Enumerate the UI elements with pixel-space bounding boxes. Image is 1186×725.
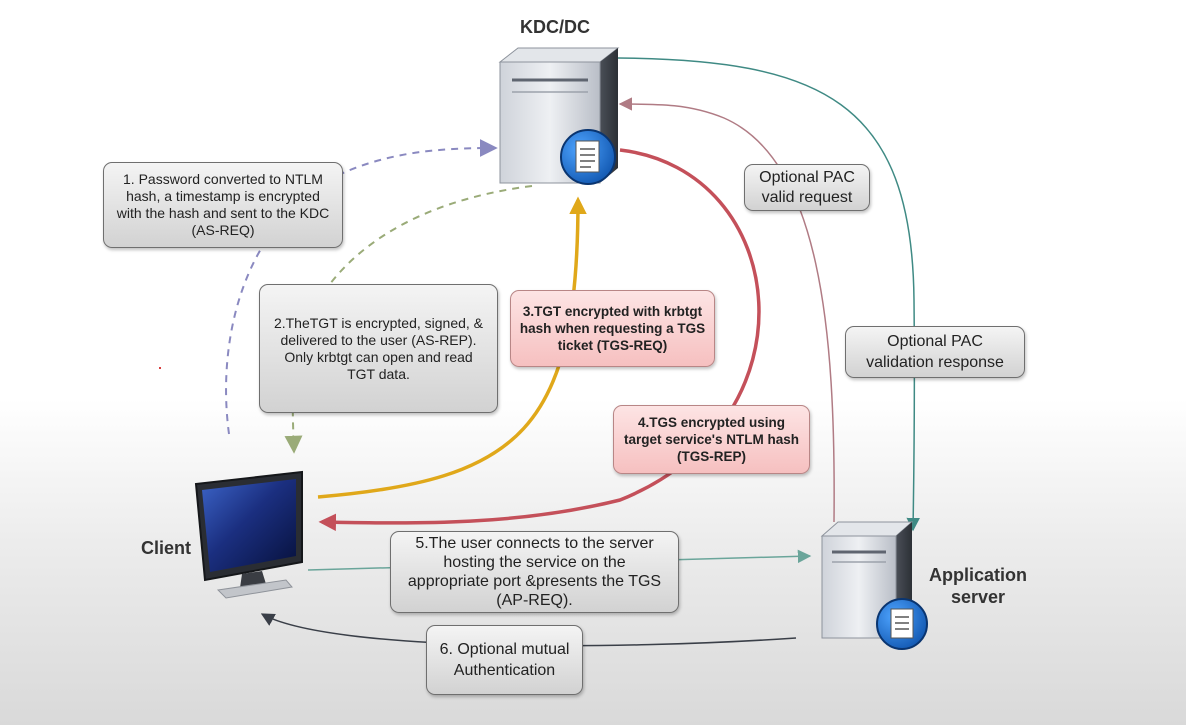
step6-text: 6. Optional mutual Authentication (439, 641, 570, 679)
step2-box: 2.TheTGT is encrypted, signed, & deliver… (259, 284, 498, 413)
client-monitor-icon (194, 470, 303, 599)
pac-response-text: Optional PAC validation response (866, 333, 1004, 371)
tgs-req-arrow (317, 196, 587, 499)
step2-text: 2.TheTGT is encrypted, signed, & deliver… (273, 314, 484, 382)
kdc-label: KDC/DC (520, 17, 590, 37)
step3-text: 3.TGT encrypted with krbtgt hash when re… (519, 304, 706, 353)
step5-text: 5.The user connects to the server hostin… (407, 535, 662, 609)
kdc-document-badge-icon (560, 129, 616, 185)
pac-request-text: Optional PAC valid request (759, 168, 855, 206)
stray-dot (159, 367, 161, 369)
step5-box: 5.The user connects to the server hostin… (390, 531, 679, 613)
as-rep-arrow (284, 185, 533, 454)
pac-request-arrow (618, 97, 835, 523)
step1-text: 1. Password converted to NTLM hash, a ti… (116, 171, 330, 238)
pac-request-box: Optional PAC valid request (744, 164, 870, 211)
step4-box: 4.TGS encrypted using target service's N… (613, 405, 810, 474)
step6-box: 6. Optional mutual Authentication (426, 625, 583, 695)
pac-response-arrow (617, 57, 920, 532)
step1-box: 1. Password converted to NTLM hash, a ti… (103, 162, 343, 248)
client-label: Client (140, 538, 191, 558)
app-server-label: Application server (929, 565, 1027, 607)
pac-response-box: Optional PAC validation response (845, 326, 1025, 378)
step4-text: 4.TGS encrypted using target service's N… (623, 415, 800, 464)
step3-box: 3.TGT encrypted with krbtgt hash when re… (510, 290, 715, 367)
app-server-document-badge-icon (876, 598, 928, 650)
